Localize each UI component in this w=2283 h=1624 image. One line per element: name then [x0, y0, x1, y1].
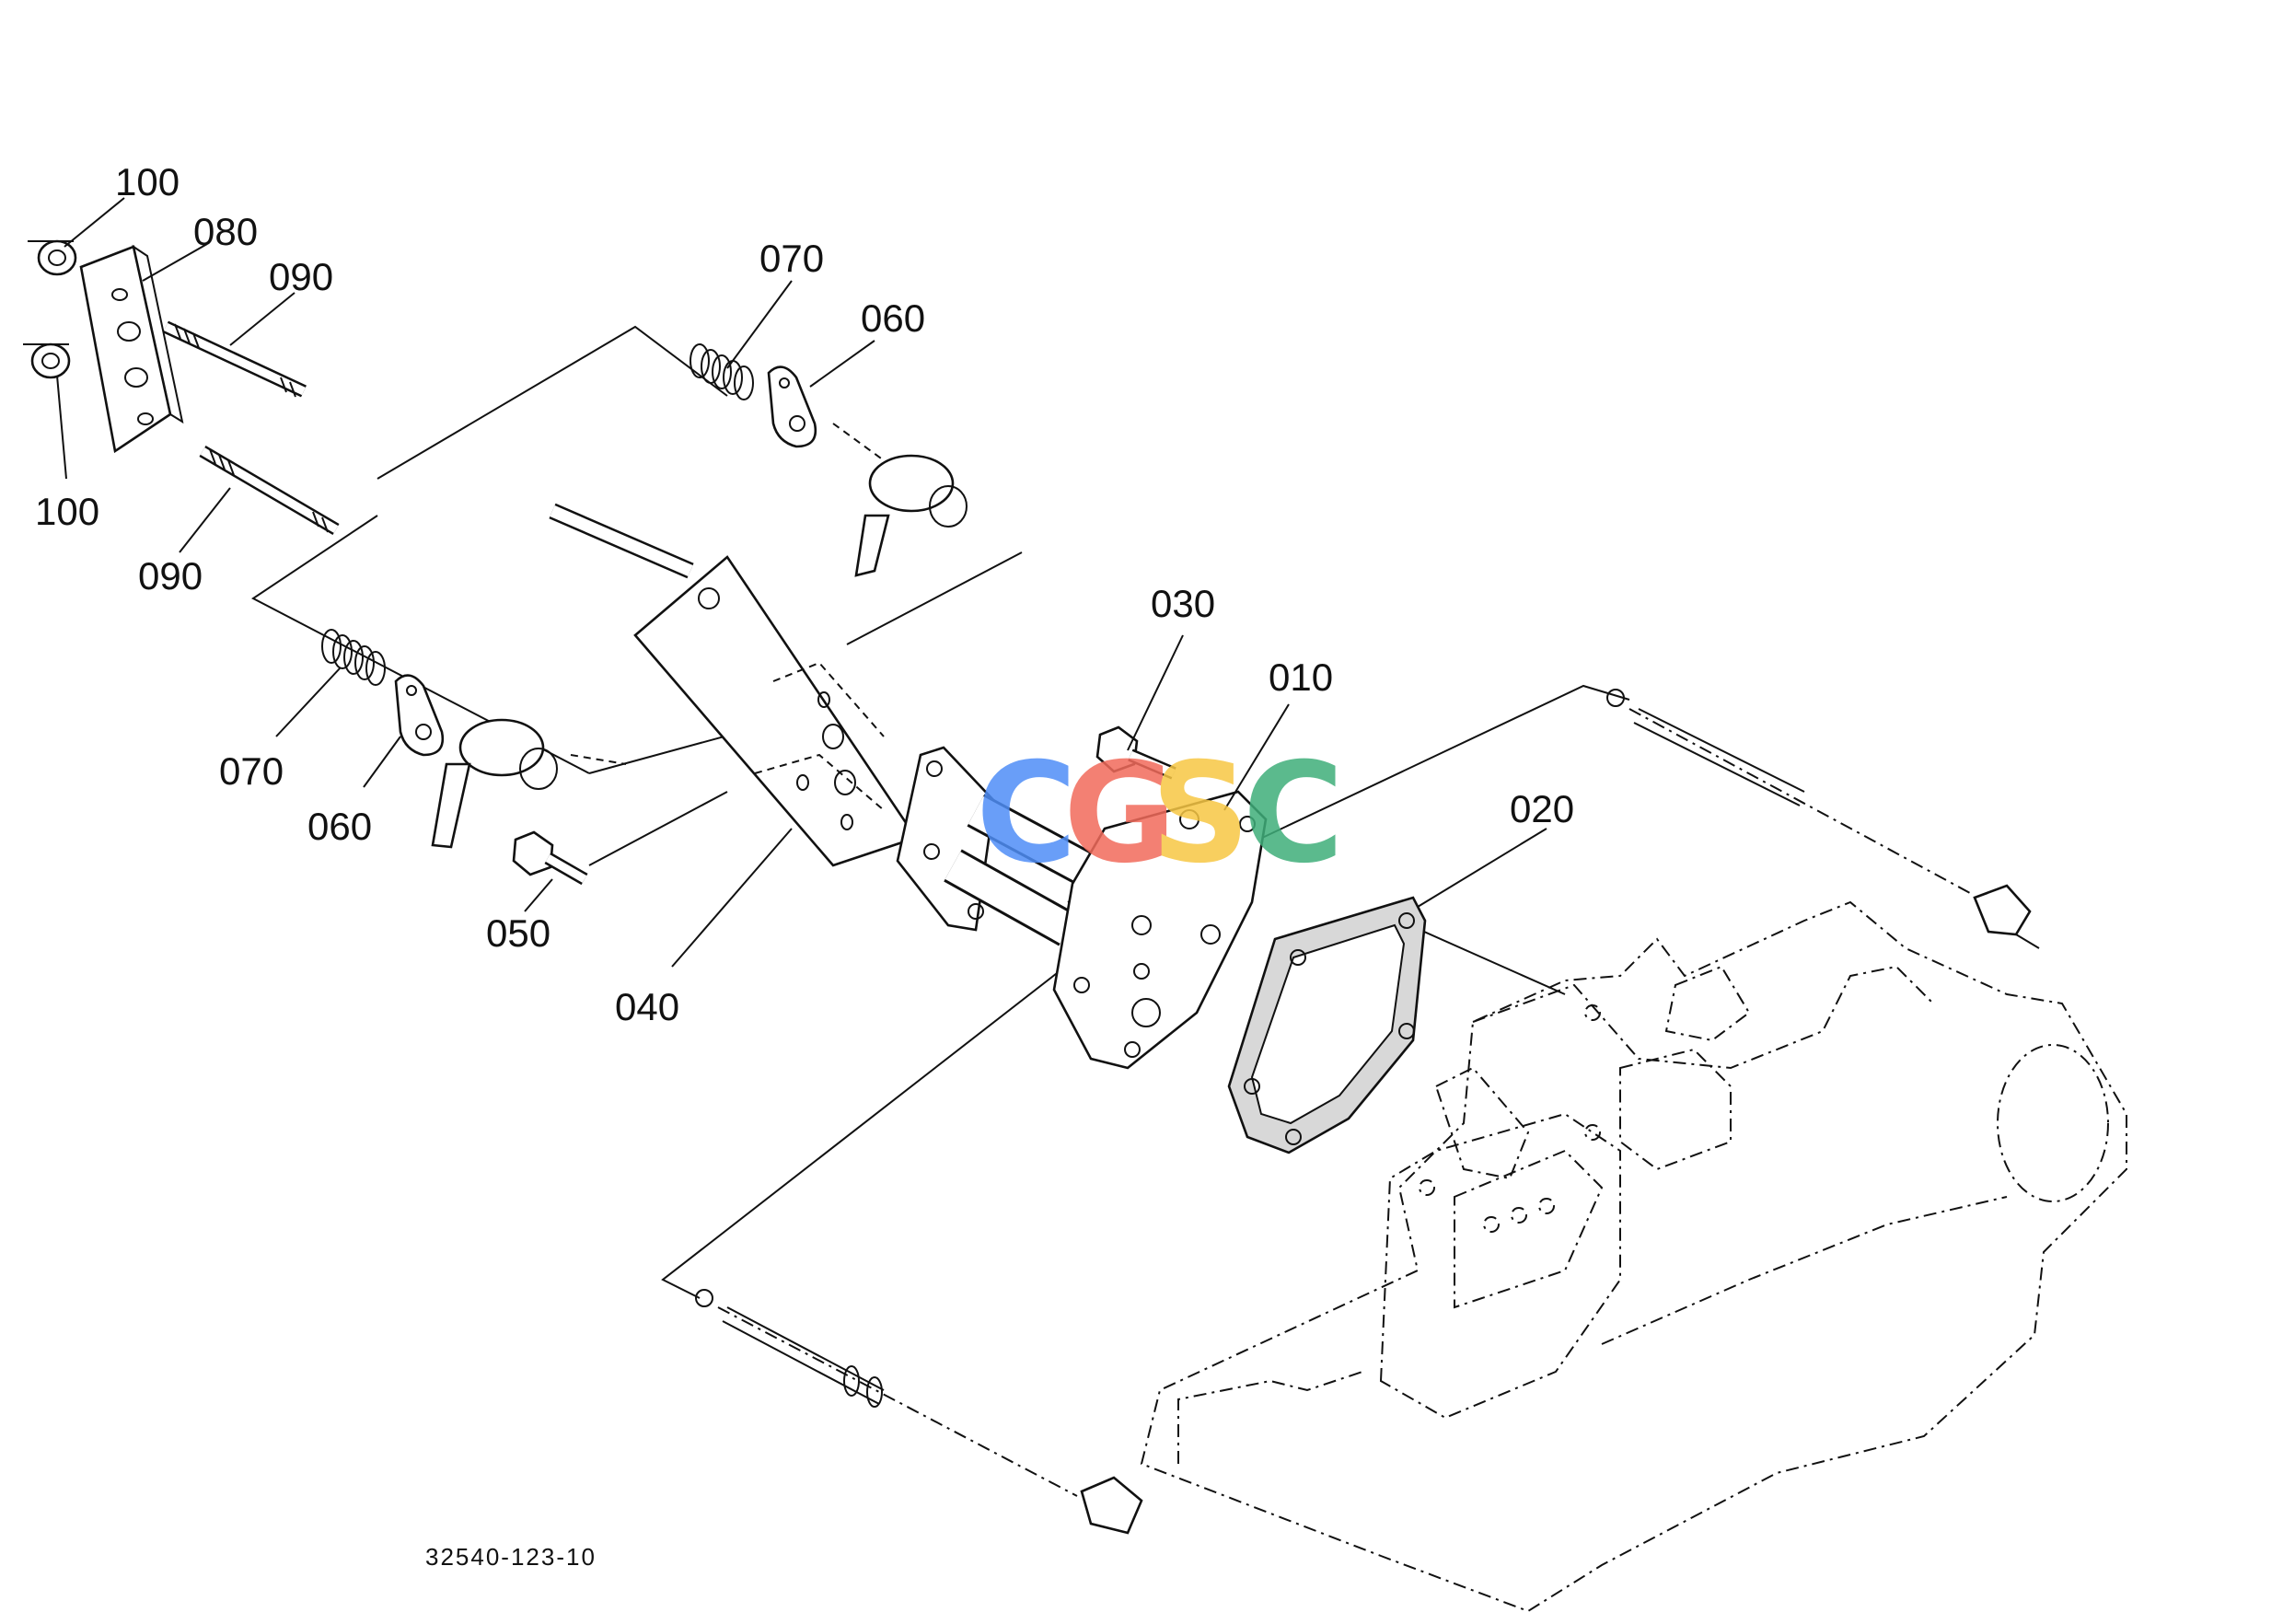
- callout-080: 080: [193, 210, 258, 253]
- watermark-letter: G: [1063, 734, 1176, 894]
- callout-090-lower: 090: [138, 554, 203, 597]
- callout-010: 010: [1269, 655, 1333, 699]
- callout-100-upper: 100: [115, 160, 180, 203]
- watermark-logo: C G S C: [976, 734, 1344, 894]
- lever-060-lower: [394, 674, 627, 849]
- callout-090-upper: 090: [269, 255, 333, 298]
- callout-020: 020: [1510, 787, 1574, 830]
- callout-070-lower: 070: [219, 749, 284, 793]
- gasket-020: [1227, 896, 1427, 1154]
- callout-060-upper: 060: [861, 296, 925, 340]
- shaft-upper-right: [1606, 689, 2040, 949]
- spring-070-lower: [321, 629, 386, 686]
- bolt-050: [512, 830, 588, 886]
- callout-050: 050: [486, 911, 550, 955]
- callout-060-lower: 060: [307, 805, 372, 848]
- lever-060-upper: [767, 365, 968, 577]
- housing-010: [896, 746, 1268, 1070]
- transmission-case: [1140, 900, 2127, 1613]
- leader-lines: [56, 197, 1547, 968]
- callout-labels: 100 080 090 100 090 070 060 070 060 050 …: [35, 160, 1574, 1028]
- nut-100-upper: [28, 239, 77, 276]
- watermark-letter: S: [1151, 734, 1250, 894]
- watermark-letter: C: [1243, 734, 1344, 894]
- callout-040: 040: [615, 985, 679, 1028]
- plate-080: [79, 244, 184, 454]
- drawing-number: 32540-123-10: [425, 1543, 597, 1571]
- shaft-lower-left: [695, 1289, 1143, 1535]
- bolt-030: [1095, 725, 1176, 780]
- callout-070-upper: 070: [759, 237, 824, 280]
- stud-090-upper: [163, 320, 307, 398]
- assembly-lines: [251, 325, 1630, 1299]
- stud-090-lower: [199, 445, 340, 536]
- callout-100-lower: 100: [35, 490, 99, 533]
- callout-030: 030: [1151, 582, 1215, 625]
- watermark-letter: C: [976, 734, 1077, 894]
- nut-100-lower: [23, 342, 71, 379]
- shaft-bracket-040: [549, 503, 919, 867]
